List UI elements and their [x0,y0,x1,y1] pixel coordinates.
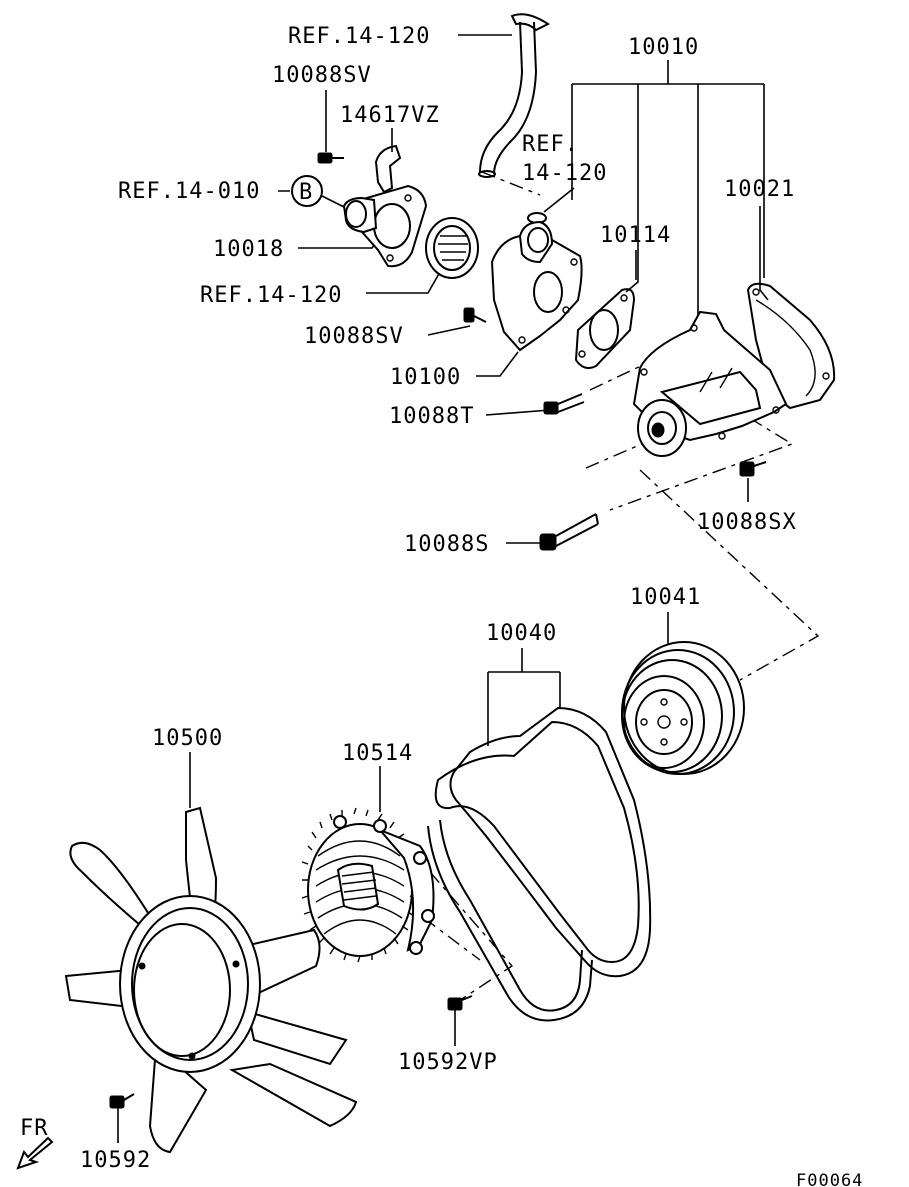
fan-clutch-10514 [301,807,435,963]
label-10041[interactable]: 10041 [630,585,701,610]
label-10018[interactable]: 10018 [213,237,284,262]
label-10088sv-top[interactable]: 10088SV [272,63,372,88]
label-10100[interactable]: 10100 [390,365,461,390]
callout-b: B [291,175,323,207]
label-10040[interactable]: 10040 [486,621,557,646]
water-inlet-fitting-10100 [490,220,583,352]
bolt-10592vp [447,995,473,1011]
water-pump-pulley-10041 [621,641,745,775]
label-ref-14-120-mid-2[interactable]: 14-120 [522,161,607,186]
drive-belt-10040 [427,706,652,1022]
clip-14617vz [374,144,402,194]
label-10114[interactable]: 10114 [600,223,671,248]
label-10500[interactable]: 10500 [152,726,223,751]
label-ref-14-120-top[interactable]: REF.14-120 [288,24,430,49]
callout-b-circle [291,175,323,207]
label-10592vp[interactable]: 10592VP [398,1050,498,1075]
front-direction-marker: FR [16,1116,54,1170]
label-10088sv-mid[interactable]: 10088SV [304,324,404,349]
bolt-10088sv-mid [463,307,487,323]
label-10021[interactable]: 10021 [724,177,795,202]
gasket-10114 [574,288,636,369]
label-ref-14-120-mid-1[interactable]: REF. [522,132,579,157]
thermostat-case-10018 [342,184,428,268]
label-ref-14-010[interactable]: REF.14-010 [118,179,260,204]
fr-arrow-icon [16,1136,54,1170]
label-ref-14-120-low[interactable]: REF.14-120 [200,283,342,308]
cooling-fan-10500 [64,806,358,1154]
water-pump-10010 [632,310,788,457]
label-10592[interactable]: 10592 [80,1148,151,1173]
label-10088s[interactable]: 10088S [404,532,489,557]
bolt-10088sv-top [317,152,344,164]
callout-b-letter: B [299,180,313,205]
bypass-hose [478,13,550,224]
thermostat [425,217,479,279]
fr-label: FR [20,1116,49,1141]
gasket-10021 [746,282,836,410]
label-10010[interactable]: 10010 [628,35,699,60]
label-10088sx[interactable]: 10088SX [697,510,797,535]
label-10088t[interactable]: 10088T [389,404,474,429]
label-10514[interactable]: 10514 [342,741,413,766]
bolt-10088sx [739,461,767,477]
diagram-code: F00064 [796,1171,863,1187]
bolt-10088s [539,513,599,551]
label-14617vz[interactable]: 14617VZ [340,103,440,128]
alignment-centerlines [399,171,820,1009]
bolt-10088t [543,393,585,415]
bolt-10592 [109,1093,135,1109]
